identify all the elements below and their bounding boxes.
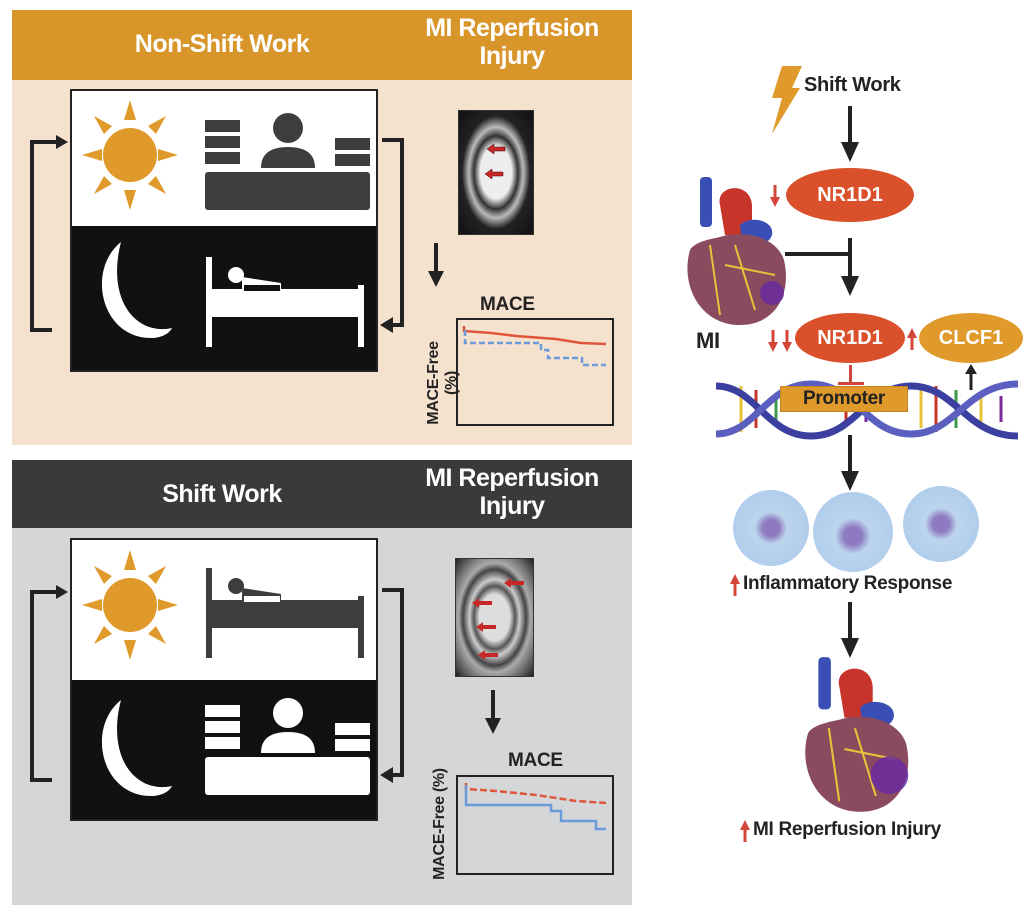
red-down-arrow-icon — [770, 185, 780, 207]
sleeping-in-bed-icon — [206, 257, 364, 347]
shift-work-label: Shift Work — [804, 74, 901, 96]
desk-worker-icon — [205, 113, 370, 210]
curve-non-shift — [462, 326, 607, 346]
outcome-title: MI Reperfusion Injury — [425, 464, 599, 520]
curve-shift — [464, 785, 606, 831]
inhibition-line — [785, 238, 859, 296]
cycle-arrows — [30, 135, 404, 333]
clcf1-node: CLCF1 — [919, 313, 1023, 363]
down-arrow — [841, 106, 859, 162]
nr1d1-node-reduced: NR1D1 — [795, 313, 905, 363]
cardiac-mri-image — [455, 558, 534, 677]
immune-cell — [813, 492, 893, 572]
red-arrows — [472, 578, 524, 660]
sleeping-in-bed-icon — [206, 568, 364, 658]
down-arrow — [841, 602, 859, 658]
y-axis-label: MACE-Free (%) — [431, 768, 448, 880]
mace-curve-chart — [456, 318, 614, 426]
outcome-title: MI Reperfusion Injury — [425, 14, 599, 70]
panel-header — [12, 460, 632, 528]
heart-illustration — [687, 177, 786, 325]
moon-icon — [101, 700, 172, 796]
mace-label: MACE — [480, 294, 535, 315]
red-up-arrow-icon — [907, 328, 917, 350]
immune-cell — [903, 486, 979, 562]
cycle-arrows — [30, 585, 404, 783]
down-arrow — [428, 243, 444, 287]
sun-icon — [82, 550, 178, 660]
mi-label: MI — [696, 328, 720, 353]
heart-illustration — [805, 657, 909, 812]
panel-header — [12, 10, 632, 80]
nr1d1-node: NR1D1 — [786, 168, 914, 222]
mace-curve-chart — [456, 775, 614, 875]
desk-worker-icon — [205, 698, 370, 795]
inhibition-tbar — [838, 365, 864, 385]
red-up-arrow-icon — [740, 820, 750, 842]
inflammatory-response-label: Inflammatory Response — [743, 573, 953, 594]
up-arrow — [965, 364, 977, 390]
red-up-arrow-icon — [730, 574, 740, 596]
night-section — [72, 680, 376, 819]
curve-shift — [463, 330, 606, 367]
sun-icon — [82, 100, 178, 210]
moon-icon — [101, 242, 172, 338]
promoter-box: Promoter — [780, 386, 908, 412]
immune-cell — [733, 490, 809, 566]
lightning-icon — [772, 66, 802, 134]
mi-reperfusion-injury-label: MI Reperfusion Injury — [753, 819, 941, 840]
panel-title: Non-Shift Work — [134, 30, 310, 58]
panel-title: Shift Work — [162, 480, 282, 508]
curve-non-shift — [464, 783, 607, 805]
day-night-box — [70, 538, 378, 821]
down-arrow — [485, 690, 501, 734]
mace-label: MACE — [508, 750, 563, 771]
red-arrows — [484, 143, 506, 180]
down-arrow — [841, 435, 859, 491]
double-red-down-arrow-icon — [768, 330, 792, 352]
